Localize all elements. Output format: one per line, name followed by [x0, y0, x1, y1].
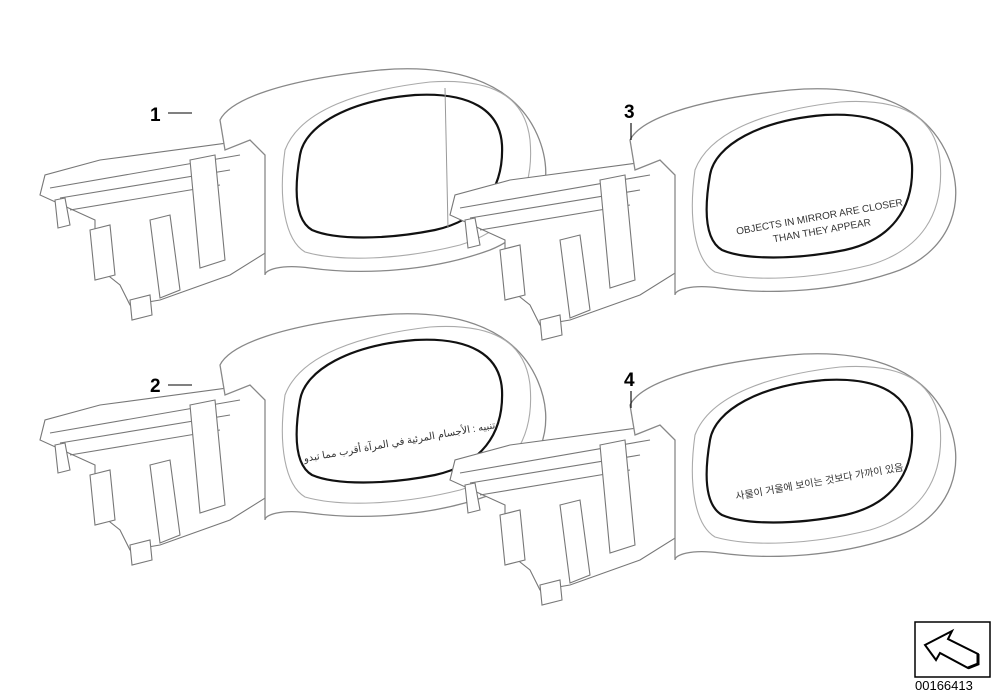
mirror-3: OBJECTS IN MIRROR ARE CLOSER THAN THEY A… — [448, 87, 957, 342]
callout-4: 4 — [624, 370, 635, 391]
callout-3: 3 — [624, 102, 635, 123]
mirror-1 — [38, 67, 547, 322]
callout-1: 1 — [150, 105, 161, 126]
callout-2: 2 — [150, 376, 161, 397]
glass-divider-line — [444, 87, 449, 229]
arrow-direction-icon — [914, 621, 991, 678]
document-id: 00166413 — [915, 678, 973, 693]
mirror-2: تنبيه : الأجسام المرئية في المرآة أقرب م… — [38, 312, 547, 567]
mirror-4: 사물이 거울에 보이는 것보다 가까이 있음 — [448, 352, 957, 607]
